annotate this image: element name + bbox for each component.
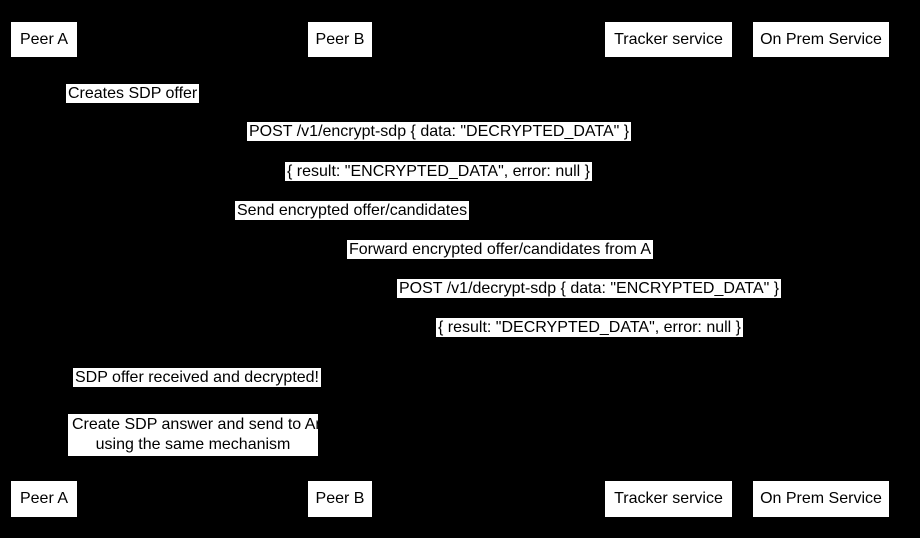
lifeline-peer-b [340, 57, 341, 481]
message-label-create-sdp-answer-line1: Create SDP answer and send to An [72, 416, 325, 433]
message-label-encrypt-result: { result: "ENCRYPTED_DATA", error: null … [285, 162, 593, 181]
actor-box-peer-b-bottom: Peer B [308, 481, 372, 517]
actor-box-tracker-service-bottom: Tracker service [605, 481, 732, 517]
actor-box-on-prem-service-top: On Prem Service [753, 22, 889, 57]
message-label-create-sdp-answer: Create SDP answer and send to An using t… [68, 414, 325, 456]
lifeline-peer-a [44, 57, 45, 481]
actor-box-peer-a-bottom: Peer A [11, 481, 77, 517]
message-label-post-encrypt-sdp: POST /v1/encrypt-sdp { data: "DECRYPTED_… [247, 122, 632, 141]
actor-box-tracker-service-top: Tracker service [605, 22, 732, 57]
message-label-sdp-offer-received: SDP offer received and decrypted! [73, 368, 321, 387]
message-label-creates-sdp-offer: Creates SDP offer [66, 84, 200, 103]
message-label-decrypt-result: { result: "DECRYPTED_DATA", error: null … [436, 318, 744, 337]
lifeline-on-prem-service [821, 57, 822, 481]
message-label-send-encrypted-offer: Send encrypted offer/candidates [235, 201, 470, 220]
actor-box-on-prem-service-bottom: On Prem Service [753, 481, 889, 517]
message-label-create-sdp-answer-line2: using the same mechanism [95, 436, 291, 453]
lifeline-tracker-service [668, 57, 669, 481]
actor-box-peer-a-top: Peer A [11, 22, 77, 57]
message-label-post-decrypt-sdp: POST /v1/decrypt-sdp { data: "ENCRYPTED_… [397, 279, 782, 298]
actor-box-peer-b-top: Peer B [308, 22, 372, 57]
message-label-forward-encrypted-offer: Forward encrypted offer/candidates from … [347, 240, 654, 259]
